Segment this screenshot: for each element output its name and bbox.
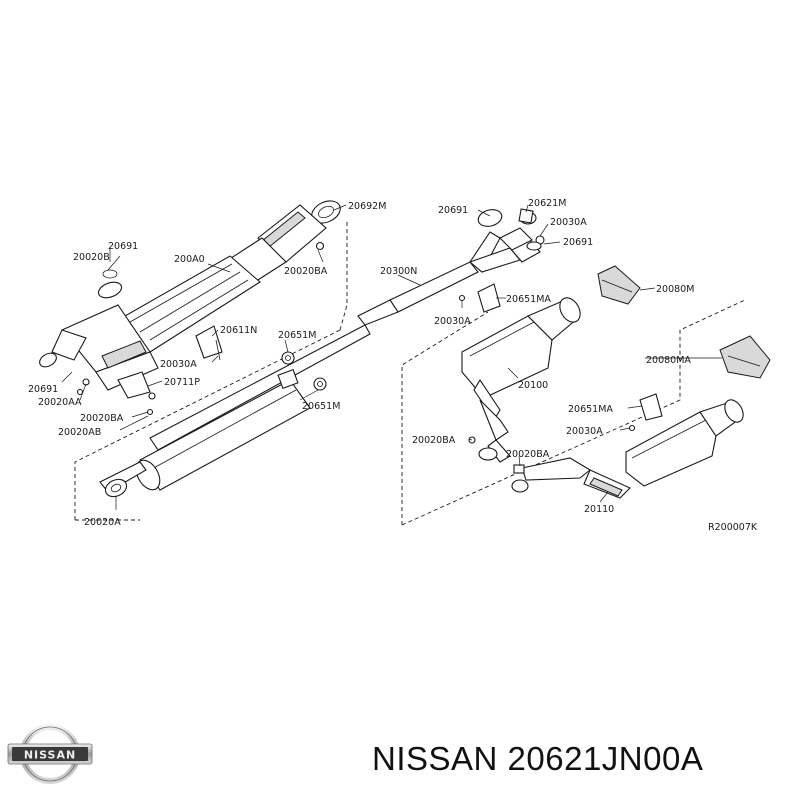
part-label-20020A: 20020A <box>84 517 121 528</box>
part-label-20711P: 20711P <box>164 377 200 388</box>
part-label-20030A: 20030A <box>434 316 471 327</box>
part-label-20080M: 20080M <box>656 284 694 295</box>
part-label-20691: 20691 <box>108 241 138 252</box>
part-label-20611N: 20611N <box>220 325 257 336</box>
part-label-20651M: 20651M <box>278 330 316 341</box>
part-label-20030A: 20030A <box>566 426 603 437</box>
part-label-20030A: 20030A <box>550 217 587 228</box>
part-label-20691: 20691 <box>563 237 593 248</box>
front-catalyst-assembly <box>39 200 341 416</box>
nissan-logo-icon: NISSAN <box>7 724 93 784</box>
part-label-20020B: 20020B <box>73 252 110 263</box>
part-label-20020BA: 20020BA <box>412 435 456 446</box>
part-label-20080MA: 20080MA <box>646 355 691 366</box>
part-label-20030A: 20030A <box>160 359 197 370</box>
part-labels: 20692M 20691 20020B 200A0 20020BA 20611N… <box>28 198 758 533</box>
part-label-20691: 20691 <box>28 384 58 395</box>
center-pipe <box>99 209 521 498</box>
svg-text:NISSAN: NISSAN <box>24 749 76 762</box>
part-label-20651M: 20651M <box>302 401 340 412</box>
part-label-200A0: 200A0 <box>174 254 205 265</box>
part-label-20692M: 20692M <box>348 201 386 212</box>
part-label-20651MA: 20651MA <box>568 404 613 415</box>
rear-muffler-assembly <box>458 208 771 499</box>
part-label-20621M: 20621M <box>528 198 566 209</box>
part-label-20100: 20100 <box>518 380 548 391</box>
part-label-20020AA: 20020AA <box>38 397 82 408</box>
part-label-20300N: 20300N <box>380 266 417 277</box>
part-label-20651MA: 20651MA <box>506 294 551 305</box>
diagram-reference-code: R200007K <box>708 522 758 533</box>
part-label-20020BA: 20020BA <box>284 266 328 277</box>
part-label-20020BA: 20020BA <box>506 449 550 460</box>
leader-lines <box>61 204 722 510</box>
part-label-20110: 20110 <box>584 504 614 515</box>
product-caption: NISSAN 20621JN00A <box>372 740 704 777</box>
dashed-group-outlines <box>74 222 746 526</box>
part-label-20691: 20691 <box>438 205 468 216</box>
part-label-20020AB: 20020AB <box>58 427 101 438</box>
part-label-20020BA: 20020BA <box>80 413 124 424</box>
